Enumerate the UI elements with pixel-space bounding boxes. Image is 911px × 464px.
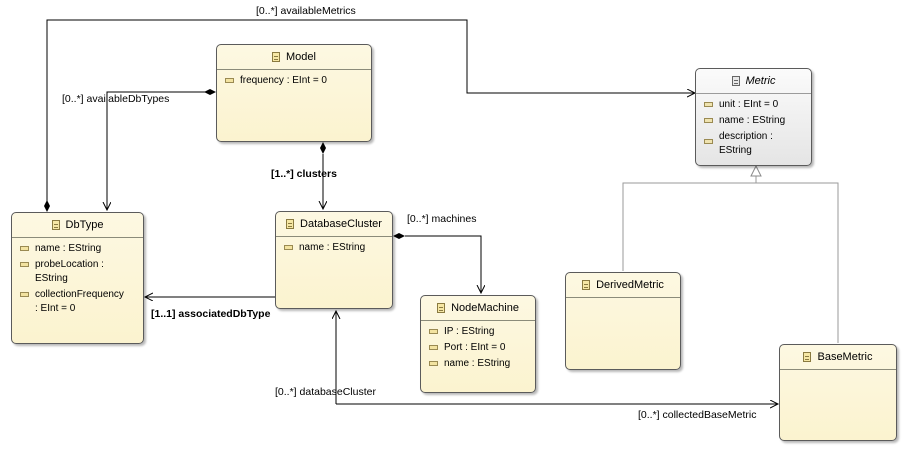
- ref-clusters[interactable]: [320, 142, 326, 209]
- class-nodemachine[interactable]: NodeMachine IP : EString Port : EInt = 0…: [420, 295, 536, 393]
- class-derivedmetric-header: DerivedMetric: [566, 273, 680, 298]
- label-machines: [0..*] machines: [407, 213, 477, 225]
- composition-diamond: [204, 89, 216, 95]
- class-model-header: Model: [217, 45, 371, 70]
- attribute-row[interactable]: description : EString: [696, 130, 811, 158]
- inheritance-lines[interactable]: [622, 164, 839, 343]
- class-basemetric-header: BaseMetric: [780, 345, 896, 370]
- attribute-text: Port : EInt = 0: [444, 342, 506, 353]
- attribute-text: IP : EString: [444, 326, 495, 337]
- class-model[interactable]: Model frequency : EInt = 0: [216, 44, 372, 142]
- class-name: BaseMetric: [817, 351, 873, 363]
- class-icon: [437, 303, 446, 313]
- attribute-text: name : EString: [719, 115, 786, 126]
- attribute-row[interactable]: probeLocation : EString: [12, 258, 143, 286]
- attribute-row[interactable]: frequency : EInt = 0: [217, 74, 371, 88]
- attribute-row[interactable]: name : EString: [12, 242, 143, 256]
- attribute-text: name : EString: [299, 242, 366, 253]
- composition-diamond: [320, 142, 326, 154]
- attribute-icon: [225, 78, 234, 83]
- class-name: DerivedMetric: [596, 279, 664, 291]
- class-name: DatabaseCluster: [300, 218, 382, 230]
- composition-diamond: [44, 200, 50, 212]
- attribute-row[interactable]: unit : EInt = 0: [696, 98, 811, 112]
- attribute-icon: [429, 361, 438, 366]
- class-icon: [51, 220, 60, 230]
- class-icon: [286, 219, 295, 229]
- class-metric[interactable]: Metric unit : EInt = 0 name : EString de…: [695, 68, 812, 166]
- composition-diamond: [393, 233, 405, 239]
- attribute-text: probeLocation : EString: [35, 259, 104, 284]
- class-dbtype-header: DbType: [12, 213, 143, 238]
- label-available-metrics: [0..*] availableMetrics: [256, 5, 356, 17]
- attribute-icon: [704, 118, 713, 123]
- attribute-icon: [20, 262, 29, 267]
- attribute-text: name : EString: [35, 243, 102, 254]
- class-databasecluster[interactable]: DatabaseCluster name : EString: [275, 211, 393, 309]
- attribute-text: name : EString: [444, 358, 511, 369]
- class-databasecluster-header: DatabaseCluster: [276, 212, 392, 237]
- attribute-icon: [284, 245, 293, 250]
- attribute-row[interactable]: collectionFrequency : EInt = 0: [12, 288, 143, 316]
- attribute-icon: [429, 345, 438, 350]
- ref-available-metrics[interactable]: [44, 19, 695, 212]
- label-available-db-types: [0..*] availableDbTypes: [62, 93, 170, 105]
- attribute-row[interactable]: name : EString: [696, 114, 811, 128]
- attribute-row[interactable]: IP : EString: [421, 325, 535, 339]
- attribute-row[interactable]: name : EString: [276, 241, 392, 255]
- attribute-text: collectionFrequency : EInt = 0: [35, 289, 124, 314]
- ref-database-cluster-collected-base-metric[interactable]: [336, 311, 778, 404]
- attribute-text: description : EString: [719, 131, 773, 156]
- class-name: Model: [286, 51, 316, 63]
- class-derivedmetric[interactable]: DerivedMetric: [565, 272, 681, 370]
- label-associated-db-type: [1..1] associatedDbType: [151, 308, 271, 320]
- class-dbtype[interactable]: DbType name : EString probeLocation : ES…: [11, 212, 144, 344]
- class-icon: [272, 52, 281, 62]
- ref-available-db-types[interactable]: [107, 89, 216, 210]
- class-name: Metric: [745, 75, 776, 87]
- generalization-triangle: [750, 164, 762, 177]
- class-basemetric[interactable]: BaseMetric: [779, 344, 897, 441]
- class-metric-header: Metric: [696, 69, 811, 94]
- attribute-icon: [704, 139, 713, 144]
- label-clusters: [1..*] clusters: [271, 168, 337, 180]
- attribute-row[interactable]: name : EString: [421, 357, 535, 371]
- attribute-icon: [704, 102, 713, 107]
- class-name: NodeMachine: [451, 302, 519, 314]
- attribute-icon: [20, 246, 29, 251]
- class-icon: [582, 280, 591, 290]
- abstract-class-icon: [731, 76, 740, 86]
- class-icon: [803, 352, 812, 362]
- attribute-icon: [20, 292, 29, 297]
- label-database-cluster: [0..*] databaseCluster: [275, 386, 376, 398]
- attribute-text: unit : EInt = 0: [719, 99, 779, 110]
- attribute-text: frequency : EInt = 0: [240, 75, 327, 86]
- class-nodemachine-header: NodeMachine: [421, 296, 535, 321]
- label-collected-base-metric: [0..*] collectedBaseMetric: [638, 409, 757, 421]
- ref-machines[interactable]: [393, 233, 481, 293]
- attribute-row[interactable]: Port : EInt = 0: [421, 341, 535, 355]
- class-name: DbType: [65, 219, 104, 231]
- attribute-icon: [429, 329, 438, 334]
